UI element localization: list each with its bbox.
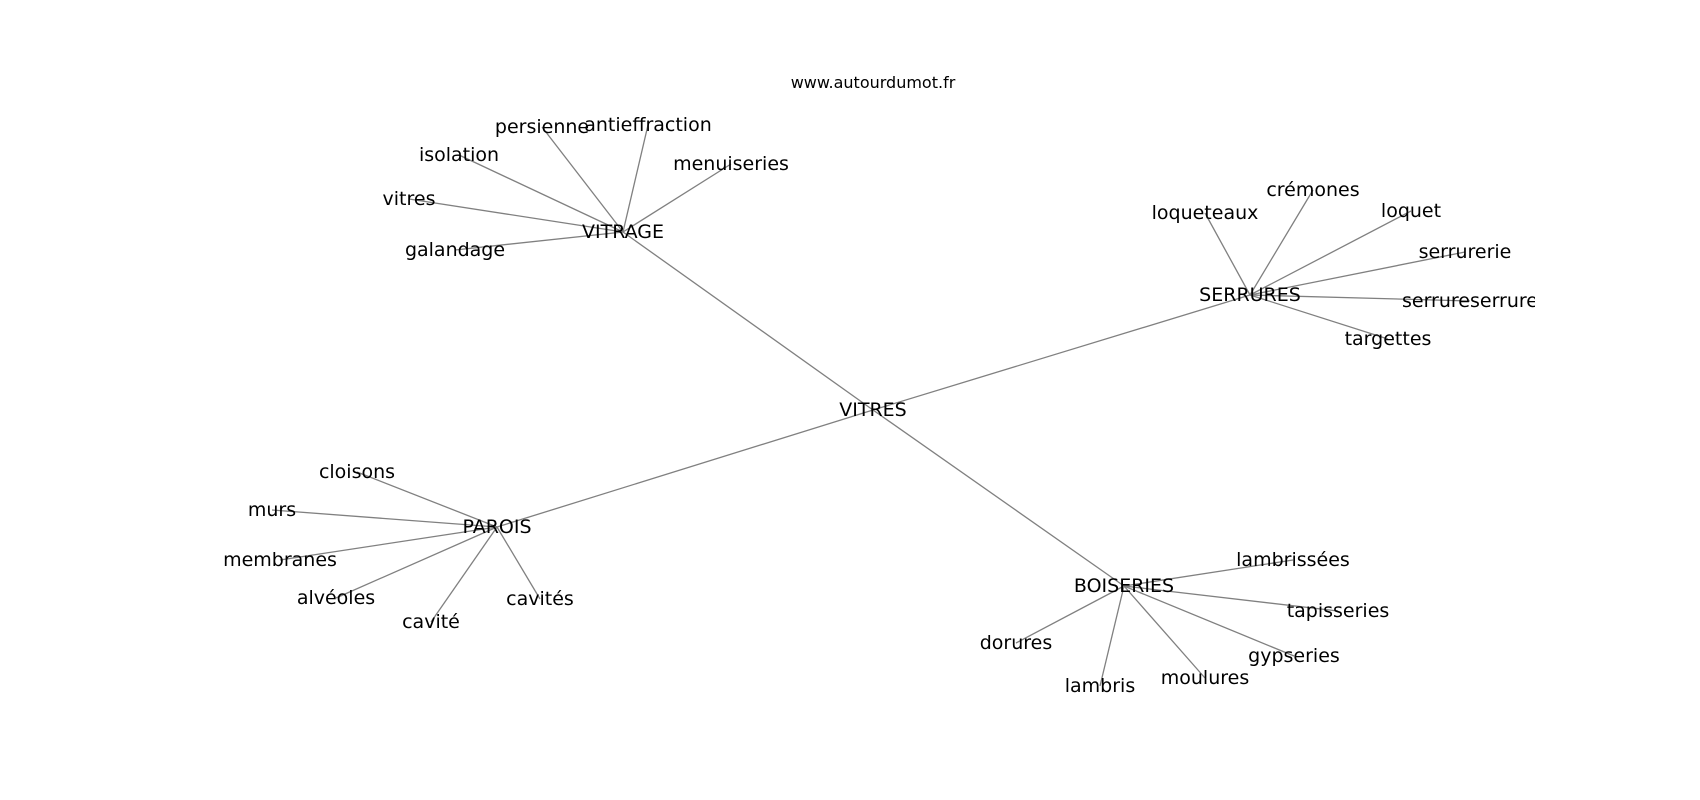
edge-parois-child [496,526,541,600]
leaf-node-label: menuiseries [673,153,789,175]
edge-vitrage-child [454,231,624,251]
leaf-node-label: targettes [1345,328,1432,350]
edge-boiseries-child [1123,585,1339,612]
edge-parois-child [356,471,498,528]
edge-vitrage-child [622,163,732,233]
edge-serrures-child [1249,189,1314,296]
leaf-node-label: dorures [980,632,1053,654]
edge-boiseries-child [1123,585,1295,657]
leaf-node-label: vitres [383,188,436,210]
edge-parois-child [430,526,498,623]
leaf-node-label: antieffraction [584,114,712,136]
hub-node-label: PAROIS [462,516,531,538]
leaf-node-label: cavités [506,588,574,610]
edge-center-parois [496,409,874,528]
leaf-node-label: serrurerie [1419,241,1512,263]
edge-boiseries-child [1015,585,1125,644]
center-node-label: VITRES [839,399,906,421]
edge-vitrage-child [408,198,624,233]
leaf-node-label: loquet [1381,200,1441,222]
leaf-node-label: galandage [405,239,505,261]
edge-vitrage-child [622,124,649,233]
edge-serrures-child [1249,294,1471,302]
leaf-node-label: membranes [223,549,337,571]
edge-center-vitrage [622,231,874,411]
leaf-node-label: cloisons [319,461,395,483]
leaf-node-label: lambrissées [1236,549,1350,571]
leaf-node-label: gypseries [1248,645,1340,667]
edge-parois-child [279,526,498,561]
edge-vitrage-child [458,154,624,233]
leaf-node-label: moulures [1161,667,1249,689]
edge-boiseries-child [1123,559,1294,587]
leaf-node-label: persienne [495,116,589,138]
leaf-node-label: lambris [1065,675,1135,697]
edge-parois-child [335,526,498,599]
edge-center-serrures [872,294,1251,411]
edge-boiseries-child [1123,585,1206,679]
leaf-node-label: alvéoles [297,587,375,609]
edge-parois-child [271,509,498,528]
edge-serrures-child [1249,251,1466,296]
leaf-node-label: crémones [1266,179,1359,201]
leaf-node-label: serrureserrure [1402,290,1538,312]
graph-edges [271,124,1471,687]
hub-node-label: BOISERIES [1074,575,1174,597]
leaf-node-label: loqueteaux [1152,202,1259,224]
leaf-node-label: cavité [402,611,460,633]
watermark-text: www.autourdumot.fr [791,73,956,92]
edge-vitrage-child [541,126,624,233]
edge-center-boiseries [872,409,1125,587]
leaf-node-label: isolation [419,144,499,166]
edge-boiseries-child [1099,585,1125,687]
leaf-node-label: murs [248,499,296,521]
leaf-node-label: tapisseries [1287,600,1390,622]
edge-serrures-child [1249,294,1389,340]
hub-node-label: SERRURES [1199,284,1301,306]
edge-serrures-child [1204,212,1251,296]
hub-node-label: VITRAGE [582,221,664,243]
edge-serrures-child [1249,210,1412,296]
